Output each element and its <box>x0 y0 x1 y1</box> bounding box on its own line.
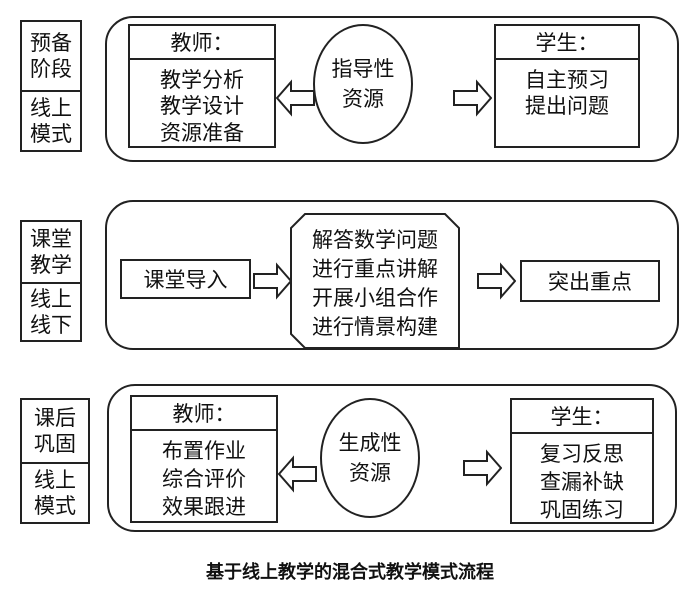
stage-label-line: 预备 <box>30 30 72 55</box>
stage-box-class: 课堂 教学 线上 线下 <box>20 220 82 342</box>
student-item: 查漏补缺 <box>540 470 624 494</box>
stage-label-prep: 预备 阶段 <box>22 22 80 92</box>
teacher-item: 综合评价 <box>162 467 246 491</box>
circle-label-line: 资源 <box>342 87 384 111</box>
class-activities-list: 解答数学问题 进行重点讲解 开展小组合作 进行情景构建 <box>291 226 459 342</box>
mode-label-line: 模式 <box>34 494 76 518</box>
student-item: 提出问题 <box>525 94 609 118</box>
student-item: 巩固练习 <box>540 498 624 522</box>
student-box-prep: 学生： 自主预习 提出问题 <box>494 24 640 148</box>
teacher-item: 资源准备 <box>160 121 244 145</box>
mode-label-line: 线下 <box>30 313 72 337</box>
class-intro-box: 课堂导入 <box>120 259 251 299</box>
right-arrow-icon <box>477 262 516 300</box>
left-arrow-icon <box>278 455 317 493</box>
student-item: 复习反思 <box>540 442 624 466</box>
highlight-key-box: 突出重点 <box>520 260 660 302</box>
class-activities-shape <box>290 213 460 349</box>
student-box-after: 学生： 复习反思 查漏补缺 巩固练习 <box>510 398 654 524</box>
teacher-box-after: 教师： 布置作业 综合评价 效果跟进 <box>130 395 278 523</box>
mode-label-line: 线上 <box>30 95 72 120</box>
teacher-item: 布置作业 <box>162 439 246 463</box>
stage-box-prep: 预备 阶段 线上 模式 <box>20 20 82 152</box>
guiding-resource-circle: 指导性 资源 <box>313 24 413 144</box>
generative-resource-circle: 生成性 资源 <box>320 398 420 518</box>
activity-item: 解答数学问题 <box>312 228 438 252</box>
stage-label-line: 阶段 <box>30 57 72 81</box>
student-title: 学生： <box>496 26 638 60</box>
mode-label-prep: 线上 模式 <box>22 92 80 150</box>
circle-label-line: 生成性 <box>338 430 402 455</box>
teacher-item: 教学设计 <box>160 94 244 118</box>
figure-caption: 基于线上教学的混合式教学模式流程 <box>206 562 494 583</box>
stage-label-class: 课堂 教学 <box>22 222 80 284</box>
left-arrow-icon <box>276 79 315 117</box>
activity-item: 进行情景构建 <box>312 315 438 339</box>
teacher-item: 效果跟进 <box>162 495 246 519</box>
right-arrow-icon <box>463 449 502 487</box>
right-arrow-icon <box>453 79 492 117</box>
mode-label-class: 线上 线下 <box>22 284 80 340</box>
student-title: 学生： <box>512 400 652 434</box>
student-item: 自主预习 <box>525 68 609 92</box>
stage-box-after: 课后 巩固 线上 模式 <box>20 398 90 524</box>
mode-label-after: 线上 模式 <box>22 464 88 522</box>
stage-label-line: 课堂 <box>30 226 72 251</box>
circle-label-line: 指导性 <box>331 56 395 81</box>
circle-label-line: 资源 <box>349 461 391 485</box>
activity-item: 开展小组合作 <box>312 286 438 310</box>
teacher-title: 教师： <box>130 26 274 60</box>
stage-label-after: 课后 巩固 <box>22 400 88 464</box>
teacher-title: 教师： <box>132 397 276 431</box>
mode-label-line: 线上 <box>30 286 72 311</box>
teacher-item: 教学分析 <box>160 68 244 92</box>
mode-label-line: 线上 <box>34 467 76 492</box>
stage-label-line: 课后 <box>34 405 76 430</box>
stage-label-line: 教学 <box>30 253 72 277</box>
teacher-box-prep: 教师： 教学分析 教学设计 资源准备 <box>128 24 276 148</box>
mode-label-line: 模式 <box>30 122 72 146</box>
activity-item: 进行重点讲解 <box>312 257 438 281</box>
right-arrow-icon <box>253 262 292 300</box>
stage-label-line: 巩固 <box>34 432 76 456</box>
